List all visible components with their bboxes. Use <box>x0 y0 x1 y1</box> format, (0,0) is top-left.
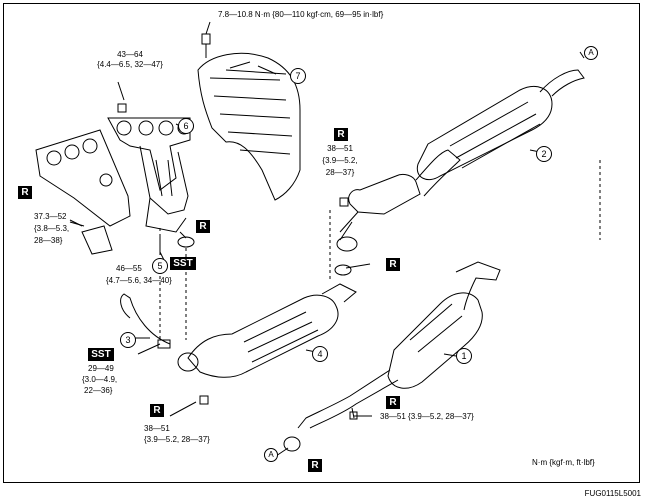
sst-badge: SST <box>170 257 196 270</box>
replace-badge: R <box>334 128 348 141</box>
ref-a-marker: A <box>264 448 278 462</box>
callout-7: 7 <box>290 68 306 84</box>
callout-4: 4 <box>312 346 328 362</box>
replace-badge: R <box>18 186 32 199</box>
replace-badge: R <box>196 220 210 233</box>
torque-bracket-line3: 28—38} <box>34 236 63 245</box>
ref-a-marker: A <box>584 46 598 60</box>
exhaust-manifold <box>107 117 191 233</box>
replace-badge: R <box>308 459 322 472</box>
torque-stud-line1: 46—55 <box>116 264 142 273</box>
torque-pipe-nut-line2: {3.9—5.2, <box>322 156 358 165</box>
torque-sensor-line2: {3.0—4.9, <box>82 375 118 384</box>
callout-6: 6 <box>178 118 194 134</box>
torque-rear-nut: 38—51 {3.9—5.2, 28—37} <box>380 412 474 421</box>
leader-lines <box>69 51 585 457</box>
manifold-gasket <box>35 129 131 227</box>
torque-sensor-line1: 29—49 <box>88 364 114 373</box>
replace-badge: R <box>386 258 400 271</box>
manifold-bracket <box>69 221 113 255</box>
heat-insulator <box>197 52 301 201</box>
replace-badge: R <box>150 404 164 417</box>
nuts <box>117 103 358 420</box>
front-pipe-resonator <box>334 149 461 276</box>
callout-5: 5 <box>152 258 168 274</box>
torque-lower-line2: {3.9—5.2, 28—37} <box>144 435 210 444</box>
torque-bracket-line2: {3.8—5.3, <box>34 224 70 233</box>
torque-pipe-nut-line3: 28—37} <box>325 168 355 177</box>
torque-stud-line2: {4.7—5.6, 34—40} <box>106 276 172 285</box>
oxygen-sensor <box>120 293 171 349</box>
torque-pipe-nut-line1: 38—51 <box>327 144 353 153</box>
torque-manifold-nut-line2: {4.4—6.5, 32—47} <box>97 60 163 69</box>
insulator-bolt <box>201 21 211 58</box>
torque-bracket-line1: 37.3—52 <box>34 212 67 221</box>
torque-sensor-line3: 22—36} <box>84 386 113 395</box>
diagram-frame <box>3 3 640 483</box>
figure-code: FUG0115L5001 <box>584 489 641 498</box>
rear-muffler <box>283 261 501 452</box>
callout-2: 2 <box>536 146 552 162</box>
main-muffler <box>416 69 585 180</box>
callout-1: 1 <box>456 348 472 364</box>
replace-badge: R <box>386 396 400 409</box>
units-note: N·m {kgf·m, ft·lbf} <box>532 458 595 467</box>
sst-badge: SST <box>88 348 114 361</box>
catalytic-converter <box>177 283 357 378</box>
torque-heat-insulator: 7.8—10.8 N·m {80—110 kgf·cm, 69—95 in·lb… <box>218 10 384 19</box>
callout-3: 3 <box>120 332 136 348</box>
torque-manifold-nut-line1: 43—64 <box>117 50 143 59</box>
torque-lower-line1: 38—51 <box>144 424 170 433</box>
